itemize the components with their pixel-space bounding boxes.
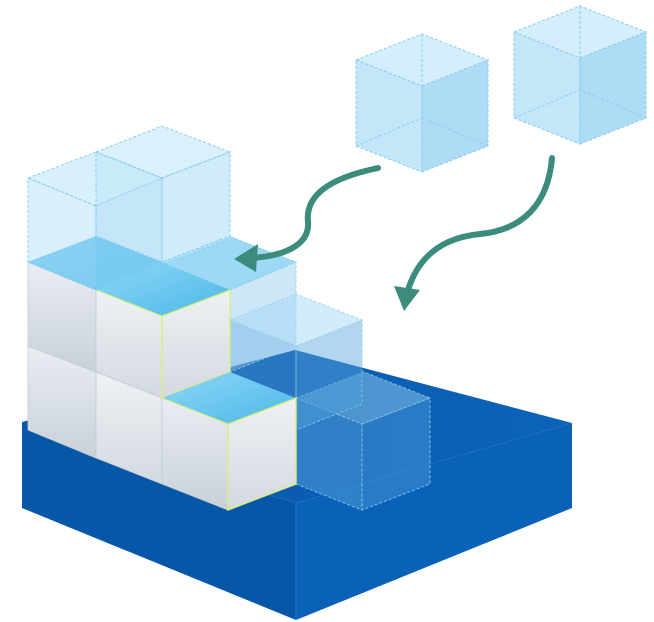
- floating-cube-right: [512, 5, 648, 145]
- ghost-cubes-top: [26, 125, 296, 291]
- arrow-left-head: [234, 244, 258, 272]
- base-left-face: [22, 422, 296, 620]
- arrow-left: [234, 165, 381, 272]
- base-right-face: [296, 423, 572, 620]
- arrow-right: [394, 155, 555, 311]
- arrow-right-head: [394, 286, 420, 311]
- floating-cube-left: [354, 33, 490, 173]
